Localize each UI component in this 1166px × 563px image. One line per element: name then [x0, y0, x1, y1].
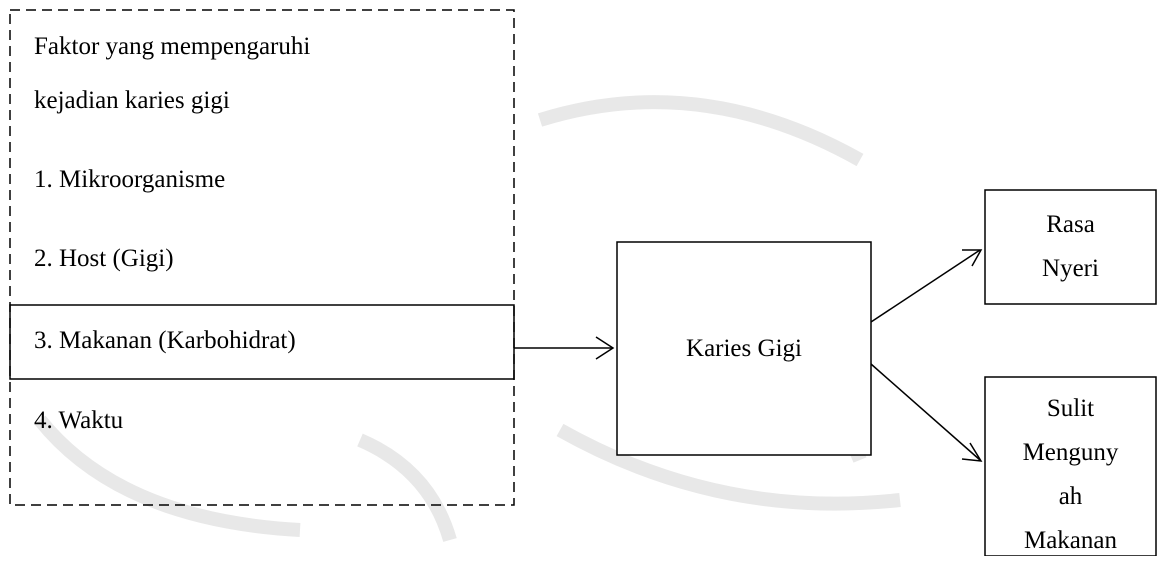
- arrowhead-outcome-1: [962, 249, 983, 267]
- center-box-label: Karies Gigi: [686, 334, 802, 362]
- factors-title-line-2: kejadian karies gigi: [34, 87, 230, 114]
- outcome-2-line-2: Menguny: [1022, 439, 1119, 466]
- arrow-center-to-outcome-2: [870, 363, 981, 461]
- outcome-1-line-2: Nyeri: [1042, 255, 1099, 282]
- outcome-1-line-1: Rasa: [1046, 211, 1095, 238]
- arrowhead-center: [595, 336, 615, 360]
- factor-item-4: 4. Waktu: [34, 407, 124, 434]
- outcome-2-line-4: Makanan: [1023, 527, 1118, 554]
- arrow-center-to-outcome-1: [870, 249, 981, 323]
- outcome-2-line-3: ah: [1058, 483, 1083, 510]
- arrowhead-outcome-2: [961, 442, 983, 462]
- factors-title-line-1: Faktor yang mempengaruhi: [34, 33, 311, 60]
- outcome-box-frame-1: [984, 189, 1157, 305]
- factor-item-2: 2. Host (Gigi): [34, 245, 174, 272]
- factor-item-3: 3. Makanan (Karbohidrat): [34, 327, 296, 354]
- factors-dashed-box: [9, 9, 515, 506]
- outcome-box-1: Rasa Nyeri: [985, 190, 1156, 304]
- highlight-row-box: [9, 304, 515, 380]
- factor-item-1: 1. Mikroorganisme: [34, 166, 226, 193]
- outcome-2-line-1: Sulit: [1046, 395, 1095, 422]
- center-box: Karies Gigi: [617, 242, 871, 455]
- outcome-box-frame-2: [984, 376, 1157, 556]
- center-box-frame: [616, 241, 872, 456]
- outcome-box-2: Sulit Menguny ah Makanan: [985, 377, 1156, 556]
